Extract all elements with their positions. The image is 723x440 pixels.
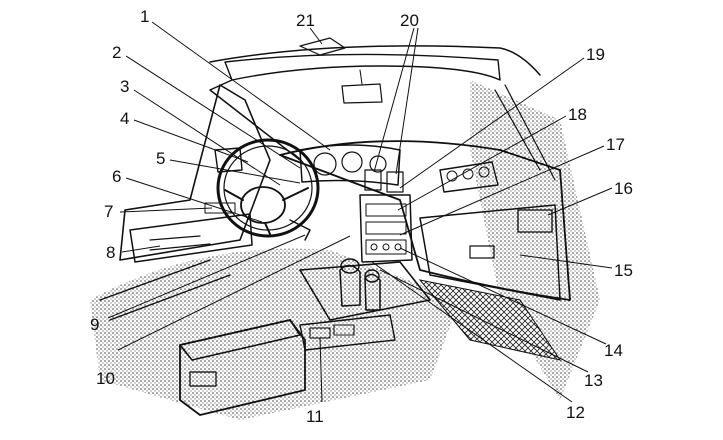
- leader-1: [151, 21, 331, 151]
- leader-6: [125, 177, 263, 223]
- callout-2: 2: [112, 43, 121, 62]
- callout-11: 11: [306, 407, 324, 426]
- steering-wheel: [216, 138, 320, 241]
- callout-19: 19: [586, 45, 605, 64]
- callout-7: 7: [104, 202, 113, 221]
- console-latch: [189, 371, 217, 387]
- center-stack: [359, 194, 413, 263]
- leader-9: [107, 234, 306, 319]
- instrument-cluster: [299, 144, 401, 186]
- callout-6: 6: [112, 167, 121, 186]
- callout-17: 17: [606, 135, 625, 154]
- glove-box-handle: [469, 245, 495, 259]
- callout-3: 3: [120, 77, 129, 96]
- leader-19: [399, 57, 585, 189]
- leader-17: [399, 145, 605, 236]
- leader-11: [319, 337, 323, 403]
- leader-10: [117, 235, 351, 351]
- steering-hub: [240, 186, 286, 224]
- gear-shifter: [339, 264, 361, 307]
- side-vent: [517, 209, 553, 233]
- armrest-lid: [179, 319, 301, 361]
- floor-and-console: [90, 248, 562, 420]
- callout-20: 20: [400, 11, 419, 30]
- floor-mat: [418, 279, 562, 361]
- side-mirror: [214, 147, 243, 173]
- shifter-area: [299, 261, 431, 321]
- speedometer-icon: [313, 152, 337, 176]
- callout-14: 14: [604, 341, 623, 360]
- callout-5: 5: [156, 149, 165, 168]
- leader-12: [371, 261, 573, 403]
- callout-9: 9: [90, 315, 99, 334]
- rear-view-mirror: [341, 83, 383, 104]
- leader-20b: [395, 27, 419, 175]
- callout-10: 10: [96, 369, 115, 388]
- callout-15: 15: [614, 261, 633, 280]
- leader-2: [125, 55, 301, 169]
- leader-13: [379, 269, 589, 373]
- callout-13: 13: [584, 371, 603, 390]
- leader-7: [119, 207, 213, 213]
- leader-lines: [107, 21, 613, 403]
- roof-and-windshield: [209, 37, 600, 400]
- leader-8: [121, 245, 161, 253]
- leader-15: [519, 254, 613, 269]
- leader-14: [399, 247, 607, 345]
- leader-18: [397, 115, 567, 211]
- callout-8: 8: [106, 243, 115, 262]
- callout-21: 21: [296, 11, 315, 30]
- leader-16: [547, 187, 613, 216]
- switch-panel: [365, 239, 407, 255]
- transfer-lever: [364, 273, 381, 311]
- callout-18: 18: [568, 105, 587, 124]
- center-vent-right: [386, 171, 404, 193]
- leader-3: [133, 89, 281, 186]
- climate-controls: [365, 221, 407, 235]
- glove-box: [419, 204, 561, 301]
- door-panel: [129, 213, 253, 263]
- callout-4: 4: [120, 109, 129, 128]
- callout-1: 1: [140, 7, 149, 26]
- callout-16: 16: [614, 179, 633, 198]
- leader-21: [309, 27, 323, 45]
- leader-4: [133, 119, 249, 163]
- center-vent-left: [364, 169, 382, 191]
- callout-labels: 1 2 3 4 5 6 7 8 9 10 11 12 13 14 15 16 1…: [90, 7, 633, 426]
- dashboard: [279, 140, 571, 301]
- leader-5: [169, 159, 301, 184]
- callout-12: 12: [566, 403, 585, 422]
- shift-knob: [340, 258, 360, 274]
- radio-unit: [365, 203, 407, 217]
- leader-20a: [373, 27, 415, 173]
- tachometer-icon: [341, 151, 363, 173]
- console-tray: [299, 314, 396, 351]
- dome-light: [299, 37, 346, 56]
